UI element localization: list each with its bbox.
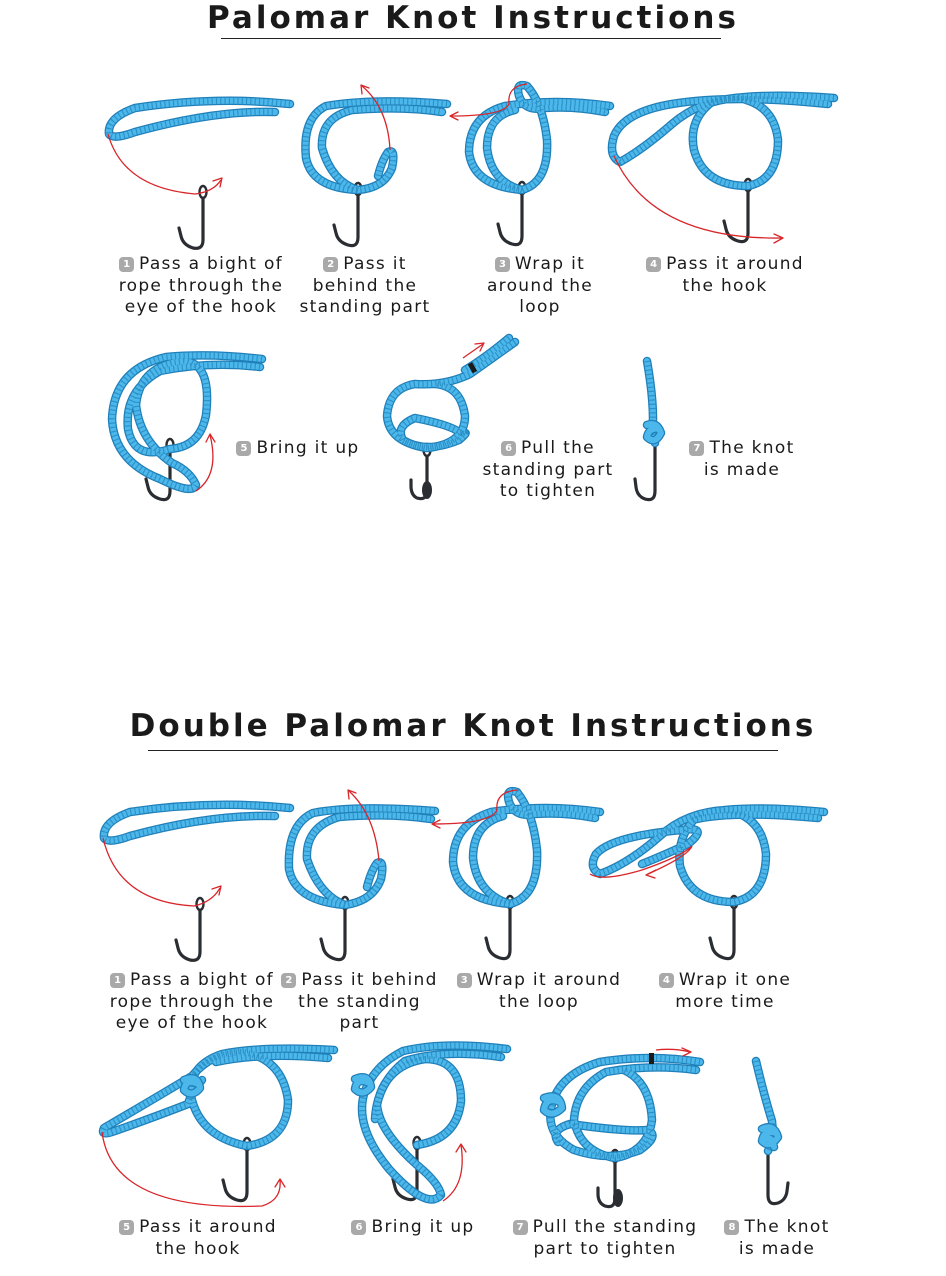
- direction-arrow: [101, 1131, 286, 1208]
- step-badge: 7: [689, 441, 705, 456]
- rope: [464, 80, 615, 195]
- rope: [382, 333, 520, 453]
- fig2-step6-diagram: [350, 1041, 512, 1204]
- step-badge: 7: [512, 1220, 528, 1235]
- section2-title: Double Palomar Knot Instructions: [129, 708, 817, 744]
- step-badge: 5: [119, 1220, 135, 1235]
- section2-title-underline: [148, 750, 778, 751]
- section1-title-underline: [221, 38, 721, 39]
- fig1-step1-diagram: [104, 96, 295, 250]
- fig2-step1-diagram: [99, 800, 295, 962]
- fig2-step7-diagram: [539, 1047, 705, 1209]
- step-badge: 5: [236, 441, 252, 456]
- fig1-step5-diagram: [107, 351, 267, 502]
- hook: [633, 441, 657, 502]
- hook: [177, 184, 208, 250]
- step-badge: 3: [494, 257, 510, 272]
- direction-arrow: [431, 789, 518, 829]
- fig2-step5-diagram: [98, 1044, 339, 1208]
- direction-arrow: [360, 84, 391, 151]
- rope: [107, 351, 267, 494]
- rope: [448, 786, 605, 909]
- rope: [301, 97, 452, 195]
- rope: [98, 1044, 339, 1151]
- fig1-step7-diagram: [633, 356, 666, 502]
- fig2-step8-diagram: [751, 1056, 790, 1206]
- direction-arrow: [442, 1143, 467, 1202]
- direction-arrow: [107, 133, 223, 195]
- rope: [588, 804, 829, 907]
- hook: [409, 442, 432, 501]
- direction-arrow: [613, 155, 784, 244]
- step-badge: 4: [658, 973, 674, 988]
- step-badge: 8: [724, 1220, 740, 1235]
- step-badge: 6: [501, 441, 517, 456]
- rope: [607, 91, 839, 191]
- section1-title: Palomar Knot Instructions: [207, 0, 739, 36]
- rope: [99, 800, 295, 845]
- fig2-step3-diagram: [431, 786, 605, 961]
- rope: [642, 356, 666, 448]
- step-badge: 6: [351, 1220, 367, 1235]
- direction-arrow: [462, 342, 485, 359]
- fig2-step2-diagram: [284, 789, 440, 962]
- direction-arrow: [195, 433, 216, 492]
- direction-arrow: [655, 1047, 692, 1057]
- step-badge: 4: [646, 257, 662, 272]
- fig2-step4-diagram: [588, 804, 829, 961]
- rope: [350, 1041, 512, 1204]
- step-badge: 1: [110, 973, 126, 988]
- rope: [539, 1053, 705, 1163]
- step-badge: 3: [456, 973, 472, 988]
- direction-arrow: [589, 845, 693, 879]
- fig1-step4-diagram: [607, 91, 839, 244]
- direction-arrow: [102, 837, 222, 907]
- direction-arrow: [347, 789, 380, 862]
- step-badge: 2: [281, 973, 297, 988]
- direction-arrow: [449, 83, 528, 121]
- hook: [766, 1149, 790, 1206]
- step-badge: 1: [119, 257, 135, 272]
- fig1-step6-diagram: [382, 333, 520, 501]
- fig1-step2-diagram: [301, 84, 452, 248]
- step-badge: 2: [323, 257, 339, 272]
- rope: [104, 96, 295, 141]
- rope: [751, 1056, 783, 1156]
- hook: [174, 896, 205, 962]
- rope: [284, 804, 440, 910]
- fig1-step3-diagram: [449, 80, 615, 247]
